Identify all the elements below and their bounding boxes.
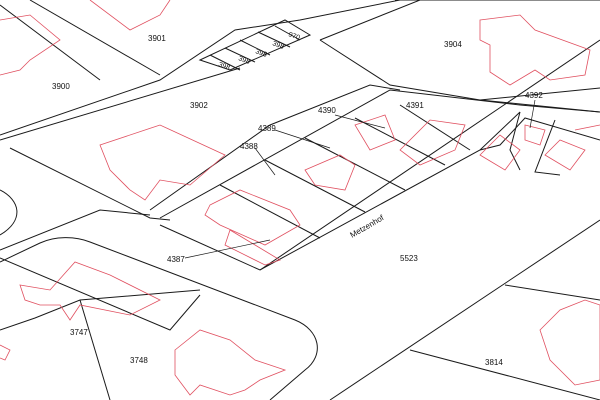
parcel-line [319,0,421,41]
parcel-line [0,237,318,400]
parcel-number: 4391 [406,101,424,110]
parcel-line [79,299,111,400]
building-outline [399,119,466,166]
parcel-line [399,104,471,151]
parcel-line [264,159,366,213]
parcel-line [0,4,101,81]
building-outline [544,139,586,171]
parcel-line [29,0,161,76]
parcel-line [0,67,241,141]
parcel-line [219,184,321,239]
parcel-number: 4392 [525,91,543,100]
parcel-line [504,284,600,301]
parcel-line [0,189,18,236]
street-name: Metzenhof [349,213,387,240]
parcel-number: 3814 [485,358,503,367]
leader-lines [184,99,536,259]
parcel-line [479,87,600,101]
parcel-number: 970 [287,31,300,42]
building-outline [354,114,396,151]
leader-line [334,114,386,129]
parcel-number: 398 [254,48,267,59]
building-outline [479,14,591,86]
building-outline [174,329,287,396]
parcel-line [257,31,291,48]
parcel-number: 3748 [130,356,148,365]
building-outline [89,0,171,31]
building-outline [574,124,600,131]
parcel-number: 5523 [400,254,418,263]
parcel-number: 4389 [258,124,276,133]
parcel-number: 4388 [240,142,258,151]
parcel-line [239,39,271,56]
parcel-number: 3904 [444,40,462,49]
parcel-line [409,349,600,400]
parcel-line [149,84,401,211]
building-outline [224,229,281,266]
parcel-line [0,0,401,136]
parcel-line [9,147,171,221]
parcel-line [509,111,521,171]
parcel-number: 3900 [52,82,70,91]
building-outline [19,261,161,321]
parcel-number: 4387 [167,255,185,264]
parcel-line [159,89,600,219]
parcel-line [534,119,561,176]
building-outline [0,14,61,76]
parcel-number: 3902 [190,101,208,110]
parcel-line [304,137,406,191]
parcel-line [159,111,521,271]
leader-line [254,147,276,176]
parcel-line [479,117,600,151]
leader-line [184,239,271,259]
parcel-number: 398 [217,61,230,72]
parcel-line [274,25,301,41]
parcel-line [259,39,600,271]
building-outline [479,134,521,171]
parcel-line [354,117,446,166]
building-outline [99,124,226,201]
parcel-line [209,54,241,71]
parcel-number: 398 [271,40,284,51]
small-parcel-labels: 970 398 398 398 398 [217,31,300,72]
parcel-line [319,39,600,113]
building-outline [304,154,356,191]
parcel-number: 4390 [318,106,336,115]
parcel-line [329,219,600,400]
parcel-line [0,209,151,251]
parcel-line [0,289,201,331]
parcel-number: 3901 [148,34,166,43]
parcel-line [224,47,256,63]
building-outline [524,124,546,146]
parcel-line [198,19,312,71]
parcel-number: 398 [237,55,250,66]
leader-line [274,129,331,149]
leader-line [529,99,536,129]
building-outline [0,344,11,361]
building-outline [539,299,600,386]
parcel-labels: 3901 3900 3904 3902 4390 4391 4389 4388 … [52,34,543,367]
parcel-number: 3747 [70,328,88,337]
building-outline [204,189,301,246]
